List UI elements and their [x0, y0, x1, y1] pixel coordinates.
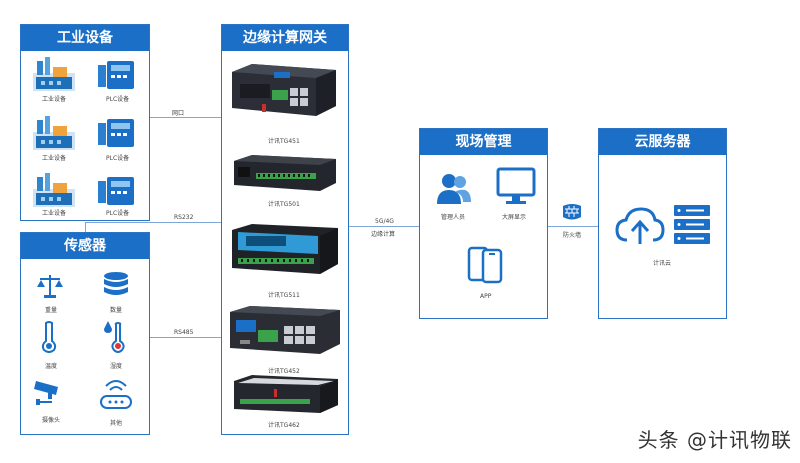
gateway-device-tg451: [232, 64, 340, 132]
industrial-title: 工业设备: [21, 25, 149, 51]
industrial-row-label-right: PLC设备: [106, 96, 130, 103]
firewall-icon: [561, 203, 583, 223]
device-label: 计讯TG452: [268, 368, 300, 375]
server-icon: [674, 205, 710, 251]
line-rs485: [150, 337, 222, 338]
monitor-icon: [496, 167, 536, 211]
industrial-row-label-right: PLC设备: [106, 210, 130, 217]
gateway-device-tg511: [232, 224, 340, 286]
camera-icon: [34, 377, 66, 409]
gateway-device-tg501: [234, 155, 338, 199]
device-label: 计讯TG511: [268, 292, 300, 299]
mobile-app-icon: [467, 246, 503, 288]
site-title: 现场管理: [420, 129, 547, 155]
gateway-device-tg462: [234, 375, 340, 423]
router-icon: [99, 378, 133, 418]
temperature-icon: [40, 321, 58, 357]
factory-icon: [33, 173, 75, 211]
line-rs232-drop: [85, 222, 86, 232]
sensor-label: 其他: [110, 420, 123, 427]
edge-compute-label: 边缘计算: [371, 231, 396, 238]
sensor-label: 摄像头: [42, 417, 61, 424]
cloud-title: 云服务器: [599, 129, 726, 155]
site-item-label: 大屏显示: [502, 214, 527, 221]
device-label: 计讯TG451: [268, 138, 300, 145]
factory-icon: [33, 57, 75, 95]
sensor-label: 湿度: [110, 363, 123, 370]
rs485-label: RS485: [174, 329, 194, 336]
plc-icon: [98, 119, 134, 151]
humidity-icon: [100, 321, 132, 357]
device-label: 计讯TG462: [268, 422, 300, 429]
site-item-label: APP: [480, 293, 492, 300]
cloud-upload-icon: [615, 206, 665, 250]
net-port-label: 网口: [172, 110, 185, 117]
sensor-label: 温度: [45, 363, 58, 370]
sensors-title: 传感器: [21, 233, 149, 259]
sensor-label: 数量: [110, 307, 123, 314]
cloud-label: 计讯云: [653, 260, 672, 267]
factory-icon: [33, 116, 75, 154]
line-rs232: [85, 222, 222, 223]
device-label: 计讯TG501: [268, 201, 300, 208]
database-icon: [101, 271, 131, 305]
gateway-title: 边缘计算网关: [222, 25, 348, 51]
industrial-row-label-left: 工业设备: [42, 96, 67, 103]
firewall-label: 防火墙: [563, 232, 582, 239]
line-industrial-gateway: [150, 117, 222, 118]
site-panel: 现场管理: [419, 128, 548, 319]
plc-icon: [98, 177, 134, 209]
industrial-row-label-right: PLC设备: [106, 155, 130, 162]
line-site-cloud: [548, 226, 598, 227]
gateway-device-tg452: [230, 306, 342, 366]
5g4g-label: 5G/4G: [375, 218, 394, 225]
industrial-row-label-left: 工业设备: [42, 155, 67, 162]
line-gateway-site: [349, 226, 419, 227]
industrial-row-label-left: 工业设备: [42, 210, 67, 217]
users-icon: [437, 172, 471, 210]
rs232-label: RS232: [174, 214, 194, 221]
sensor-label: 重量: [45, 307, 58, 314]
scale-icon: [36, 273, 64, 303]
plc-icon: [98, 61, 134, 93]
watermark: 头条 @计讯物联: [637, 428, 792, 452]
site-item-label: 管理人员: [441, 214, 466, 221]
